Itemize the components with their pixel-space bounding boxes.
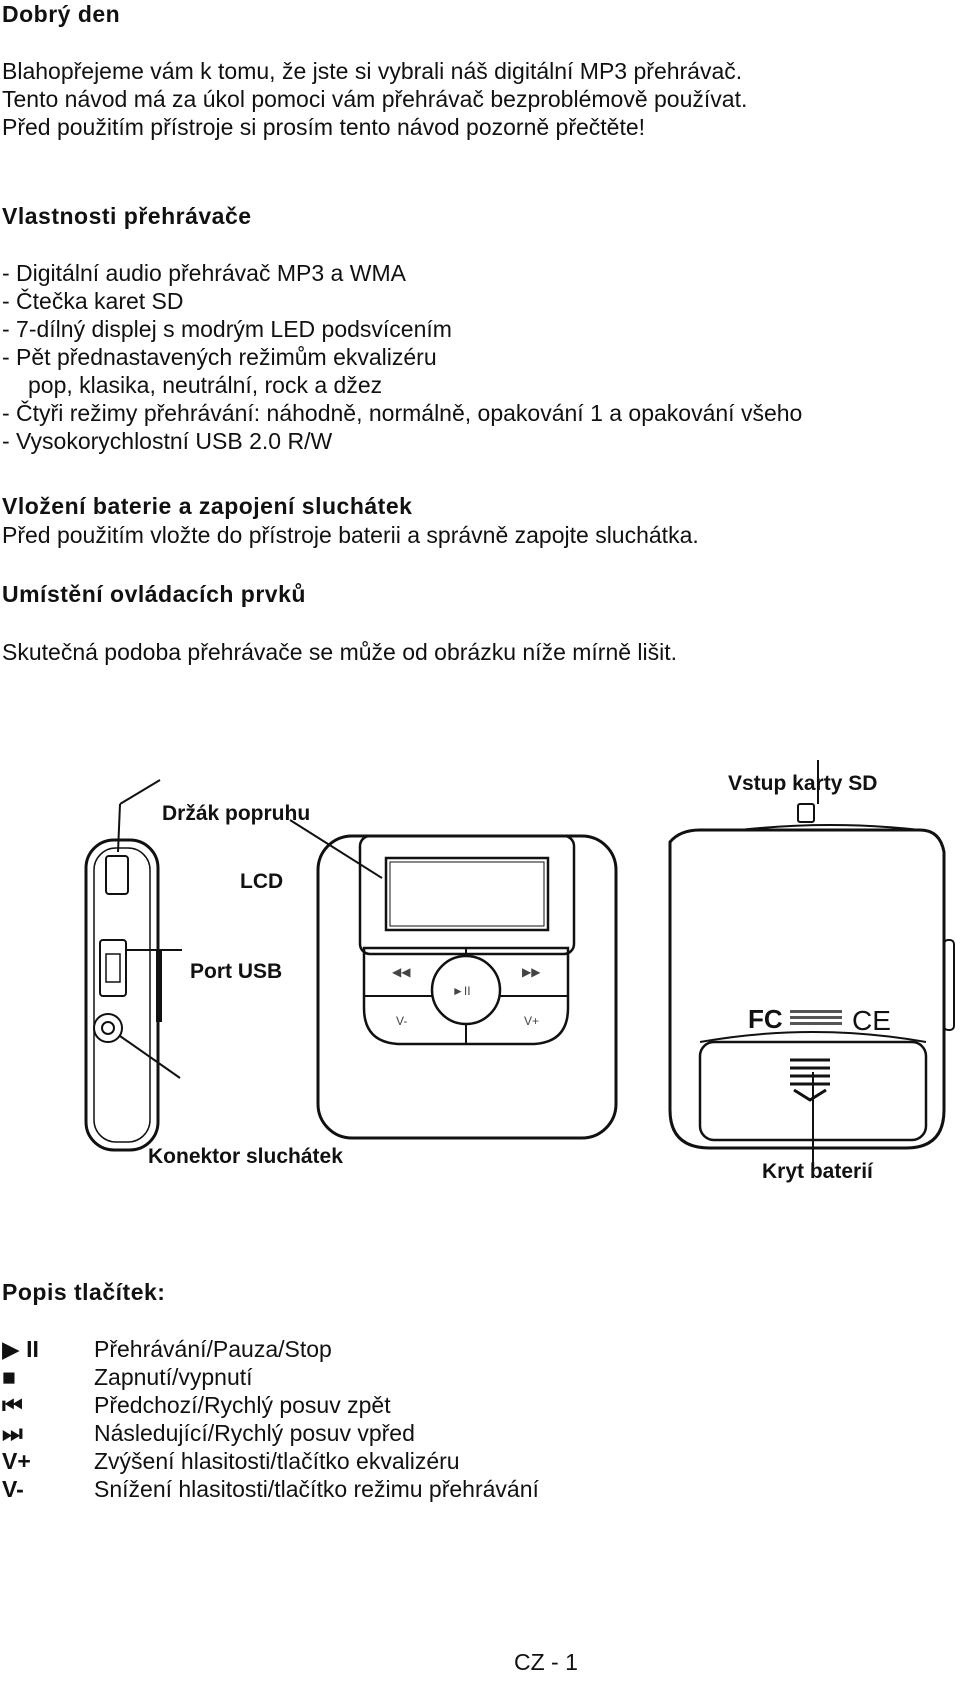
player-front-view xyxy=(316,834,618,1140)
buttons-heading: Popis tlačítek: xyxy=(2,1279,166,1305)
feature-item: - Digitální audio přehrávač MP3 a WMA xyxy=(2,260,406,286)
fcc-mark: FC xyxy=(748,1004,783,1034)
button-row: ▶ II Přehrávání/Pauza/Stop xyxy=(2,1335,702,1363)
feature-item: - Pět přednastavených režimům ekvalizéru xyxy=(2,344,437,370)
button-row: V+ Zvýšení hlasitosti/tlačítko ekvalizér… xyxy=(2,1447,702,1475)
button-description: Zapnutí/vypnutí xyxy=(94,1364,253,1390)
prev-button-glyph: ◀◀ xyxy=(392,965,411,979)
button-description: Snížení hlasitosti/tlačítko režimu přehr… xyxy=(94,1476,539,1502)
label-headphone-jack: Konektor sluchátek xyxy=(148,1145,343,1168)
ce-mark: CE xyxy=(852,1005,891,1036)
vplus-button-glyph: V+ xyxy=(524,1014,539,1028)
label-battery-cover: Kryt baterií xyxy=(762,1160,873,1183)
play-pause-icon: ▶ II xyxy=(2,1336,39,1362)
label-strap-holder: Držák popruhu xyxy=(162,802,311,825)
label-lcd: LCD xyxy=(240,870,284,893)
volume-up-label: V+ xyxy=(2,1448,31,1474)
button-description: Přehrávání/Pauza/Stop xyxy=(94,1336,332,1362)
volume-down-label: V- xyxy=(2,1476,24,1502)
controls-text: Skutečná podoba přehrávače se může od ob… xyxy=(2,639,678,665)
controls-heading: Umístění ovládacích prvků xyxy=(2,581,306,607)
intro-line: Tento návod má za úkol pomoci vám přehrá… xyxy=(2,86,748,112)
button-row: V- Snížení hlasitosti/tlačítko režimu př… xyxy=(2,1475,702,1503)
battery-heading: Vložení baterie a zapojení sluchátek xyxy=(2,493,413,519)
feature-item: - Čtečka karet SD xyxy=(2,288,184,314)
battery-text: Před použitím vložte do přístroje bateri… xyxy=(2,522,699,548)
button-row: ⏮ Předchozí/Rychlý posuv zpět xyxy=(2,1391,702,1419)
player-diagram: ◀◀ ▶▶ ►II V- V+ FC CE xyxy=(84,760,955,1168)
button-description: Zvýšení hlasitosti/tlačítko ekvalizéru xyxy=(94,1448,460,1474)
button-description: Následující/Rychlý posuv vpřed xyxy=(94,1420,415,1446)
label-usb-port: Port USB xyxy=(190,960,283,983)
intro-line: Blahopřejeme vám k tomu, že jste si vybr… xyxy=(2,58,743,84)
feature-item: - Vysokorychlostní USB 2.0 R/W xyxy=(2,428,333,454)
certification-marks: FC CE xyxy=(748,1004,891,1036)
features-heading: Vlastnosti přehrávače xyxy=(2,203,252,229)
play-button-glyph: ►II xyxy=(452,984,471,998)
stop-icon: ■ xyxy=(2,1364,16,1390)
player-side-view xyxy=(84,838,162,1152)
greeting-heading: Dobrý den xyxy=(2,1,121,27)
feature-item: - 7-dílný displej s modrým LED podsvícen… xyxy=(2,316,452,342)
label-sd-slot: Vstup karty SD xyxy=(728,772,878,795)
player-back-view xyxy=(668,803,955,1150)
button-row: ⏭ Následující/Rychlý posuv vpřed xyxy=(2,1419,702,1447)
previous-icon: ⏮ xyxy=(2,1392,23,1418)
vminus-button-glyph: V- xyxy=(396,1014,407,1028)
next-button-glyph: ▶▶ xyxy=(522,965,541,979)
feature-item: - Čtyři režimy přehrávání: náhodně, norm… xyxy=(2,400,803,426)
intro-line: Před použitím přístroje si prosím tento … xyxy=(2,114,646,140)
next-icon: ⏭ xyxy=(2,1420,23,1446)
button-row: ■ Zapnutí/vypnutí xyxy=(2,1363,702,1391)
page-number: CZ - 1 xyxy=(514,1649,578,1675)
button-description: Předchozí/Rychlý posuv zpět xyxy=(94,1392,391,1418)
feature-item: pop, klasika, neutrální, rock a džez xyxy=(28,372,383,398)
battery-cover-grip xyxy=(790,1058,830,1102)
